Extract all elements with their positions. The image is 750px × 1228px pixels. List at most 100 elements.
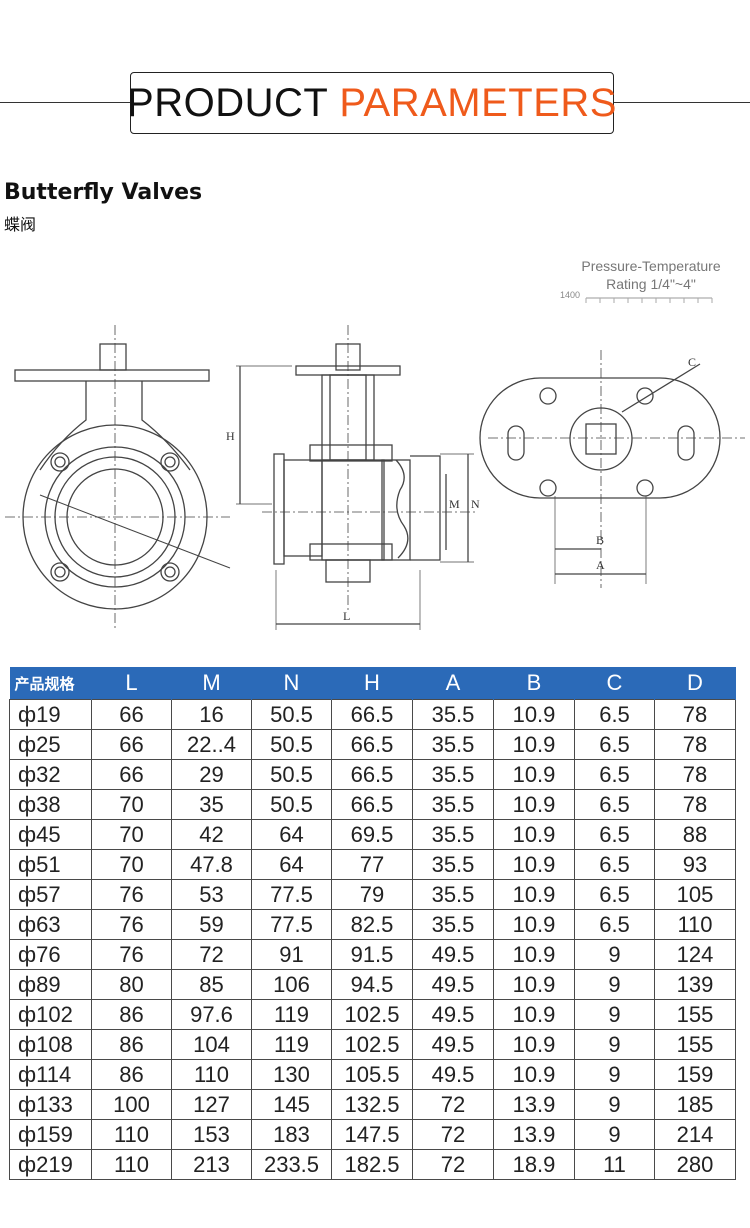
value-cell: 76 — [91, 879, 172, 910]
value-cell: 69.5 — [331, 819, 413, 850]
value-cell: 9 — [574, 1119, 655, 1150]
value-cell: 35.5 — [412, 759, 494, 790]
value-cell: 85 — [171, 969, 252, 1000]
spec-size-cell: ф108 — [9, 1029, 92, 1060]
value-cell: 66.5 — [331, 699, 413, 730]
rating-axis-line — [585, 297, 713, 303]
value-cell: 80 — [91, 969, 172, 1000]
value-cell: 53 — [171, 879, 252, 910]
value-cell: 66.5 — [331, 729, 413, 760]
value-cell: 104 — [171, 1029, 252, 1060]
value-cell: 119 — [251, 1029, 332, 1060]
value-cell: 10.9 — [493, 909, 575, 940]
value-cell: 86 — [91, 1059, 172, 1090]
value-cell: 6.5 — [574, 849, 655, 880]
value-cell: 78 — [654, 729, 736, 760]
value-cell: 76 — [91, 939, 172, 970]
value-cell: 66 — [91, 699, 172, 730]
rating-title-line1: Pressure-Temperature — [581, 258, 721, 274]
value-cell: 11 — [574, 1149, 655, 1180]
spec-size-cell: ф89 — [9, 969, 92, 1000]
value-cell: 214 — [654, 1119, 736, 1150]
dim-label-b: B — [596, 533, 604, 547]
value-cell: 50.5 — [251, 699, 332, 730]
value-cell: 70 — [91, 819, 172, 850]
value-cell: 10.9 — [493, 969, 575, 1000]
value-cell: 77.5 — [251, 879, 332, 910]
column-header-h: H — [331, 667, 413, 700]
value-cell: 159 — [654, 1059, 736, 1090]
value-cell: 29 — [171, 759, 252, 790]
value-cell: 10.9 — [493, 849, 575, 880]
column-header-spec: 产品规格 — [9, 667, 92, 700]
value-cell: 66.5 — [331, 789, 413, 820]
value-cell: 6.5 — [574, 819, 655, 850]
value-cell: 35.5 — [412, 879, 494, 910]
value-cell: 50.5 — [251, 789, 332, 820]
value-cell: 6.5 — [574, 909, 655, 940]
value-cell: 82.5 — [331, 909, 413, 940]
value-cell: 86 — [91, 999, 172, 1030]
value-cell: 6.5 — [574, 759, 655, 790]
spec-size-cell: ф219 — [9, 1149, 92, 1180]
section-header: PRODUCT PARAMETERS — [127, 72, 616, 134]
value-cell: 145 — [251, 1089, 332, 1120]
value-cell: 91 — [251, 939, 332, 970]
value-cell: 18.9 — [493, 1149, 575, 1180]
product-subtitle: 蝶阀 — [4, 217, 37, 234]
spec-size-cell: ф57 — [9, 879, 92, 910]
column-header-n: N — [251, 667, 332, 700]
dim-label-n: N — [471, 497, 480, 511]
value-cell: 9 — [574, 969, 655, 1000]
value-cell: 97.6 — [171, 999, 252, 1030]
value-cell: 78 — [654, 789, 736, 820]
value-cell: 213 — [171, 1149, 252, 1180]
spec-size-cell: ф19 — [9, 699, 92, 730]
value-cell: 9 — [574, 939, 655, 970]
value-cell: 49.5 — [412, 1059, 494, 1090]
dim-label-a: A — [596, 558, 605, 572]
product-title: Butterfly Valves — [4, 180, 203, 205]
value-cell: 49.5 — [412, 1029, 494, 1060]
value-cell: 102.5 — [331, 1029, 413, 1060]
value-cell: 35 — [171, 789, 252, 820]
value-cell: 49.5 — [412, 969, 494, 1000]
value-cell: 110 — [91, 1119, 172, 1150]
value-cell: 105.5 — [331, 1059, 413, 1090]
column-header-l: L — [91, 667, 172, 700]
value-cell: 16 — [171, 699, 252, 730]
value-cell: 22..4 — [171, 729, 252, 760]
value-cell: 10.9 — [493, 879, 575, 910]
value-cell: 64 — [251, 849, 332, 880]
dim-label-l: L — [343, 609, 350, 623]
value-cell: 94.5 — [331, 969, 413, 1000]
value-cell: 70 — [91, 789, 172, 820]
value-cell: 66.5 — [331, 759, 413, 790]
value-cell: 105 — [654, 879, 736, 910]
rating-title-line2: Rating 1/4"~4" — [606, 276, 696, 292]
value-cell: 155 — [654, 999, 736, 1030]
value-cell: 35.5 — [412, 789, 494, 820]
spec-size-cell: ф51 — [9, 849, 92, 880]
rating-chart-title: Pressure-Temperature Rating 1/4"~4" — [566, 257, 736, 293]
spec-size-cell: ф38 — [9, 789, 92, 820]
header-word-product: PRODUCT — [127, 80, 329, 125]
value-cell: 6.5 — [574, 699, 655, 730]
value-cell: 88 — [654, 819, 736, 850]
value-cell: 127 — [171, 1089, 252, 1120]
value-cell: 49.5 — [412, 999, 494, 1030]
value-cell: 183 — [251, 1119, 332, 1150]
value-cell: 9 — [574, 1029, 655, 1060]
value-cell: 10.9 — [493, 939, 575, 970]
